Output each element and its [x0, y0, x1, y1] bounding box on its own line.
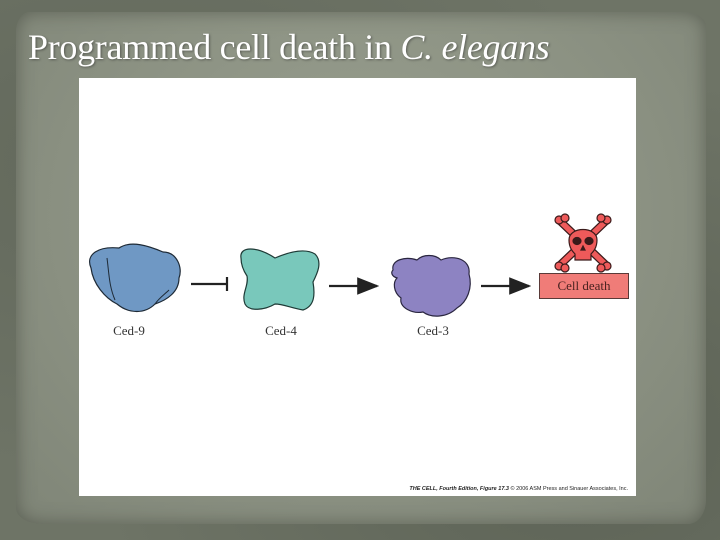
figure-caption: THE CELL, Fourth Edition, Figure 17.3 © … [409, 486, 628, 492]
slide-title: Programmed cell death in C. elegans [28, 26, 550, 68]
inhibition-arrow [191, 277, 229, 291]
pathway-figure: Ced-9 Ced-4 Ced-3 Cell death THE CELL, F… [79, 78, 636, 496]
title-text: Programmed cell death in [28, 27, 401, 67]
title-species: C. elegans [400, 27, 550, 67]
ced4-label: Ced-4 [265, 323, 297, 338]
caption-source: THE CELL, Fourth Edition, Figure 17.3 [409, 486, 509, 492]
ced3-protein-shape [391, 254, 471, 317]
ced4-protein-shape [240, 248, 320, 311]
cell-death-box: Cell death [539, 273, 629, 299]
caption-copyright: © 2006 ASM Press and Sinauer Associates,… [508, 486, 629, 492]
skull-crossbones-icon [554, 213, 612, 273]
ced3-label: Ced-3 [417, 323, 449, 338]
ced9-protein-shape [89, 243, 181, 313]
ced9-label: Ced-9 [113, 323, 145, 338]
